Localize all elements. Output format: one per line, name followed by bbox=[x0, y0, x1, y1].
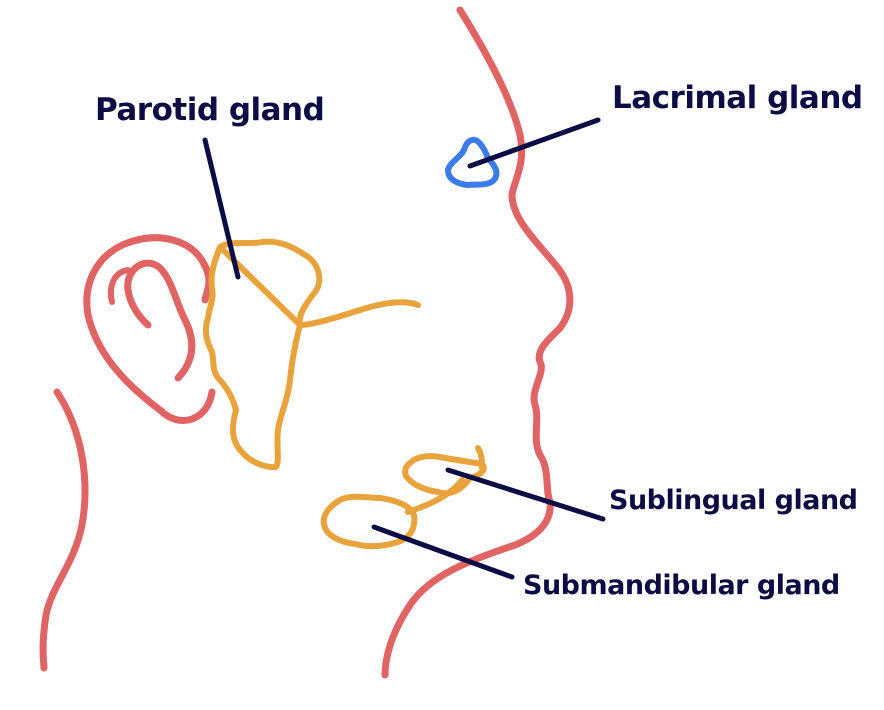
lacrimal-gland bbox=[445, 136, 500, 188]
submandibular-gland-label: Submandibular gland bbox=[523, 570, 840, 601]
sublingual-gland bbox=[402, 445, 487, 497]
lacrimal-gland-label: Lacrimal gland bbox=[612, 80, 863, 116]
neck-outline bbox=[39, 388, 89, 672]
parotid-pointer-line bbox=[202, 137, 241, 280]
ear-inner-curl bbox=[107, 267, 131, 305]
parotid-gland bbox=[202, 238, 421, 471]
lacrimal-pointer-line bbox=[467, 117, 601, 169]
ear-outline bbox=[83, 234, 216, 424]
submandibular-pointer-line bbox=[371, 524, 515, 580]
parotid-gland-label: Parotid gland bbox=[95, 92, 325, 128]
submandibular-gland bbox=[320, 477, 465, 550]
sublingual-gland-label: Sublingual gland bbox=[609, 485, 858, 516]
face-profile-outline bbox=[381, 6, 574, 679]
ear-inner-fold bbox=[124, 259, 196, 382]
sublingual-pointer-line bbox=[445, 467, 606, 522]
